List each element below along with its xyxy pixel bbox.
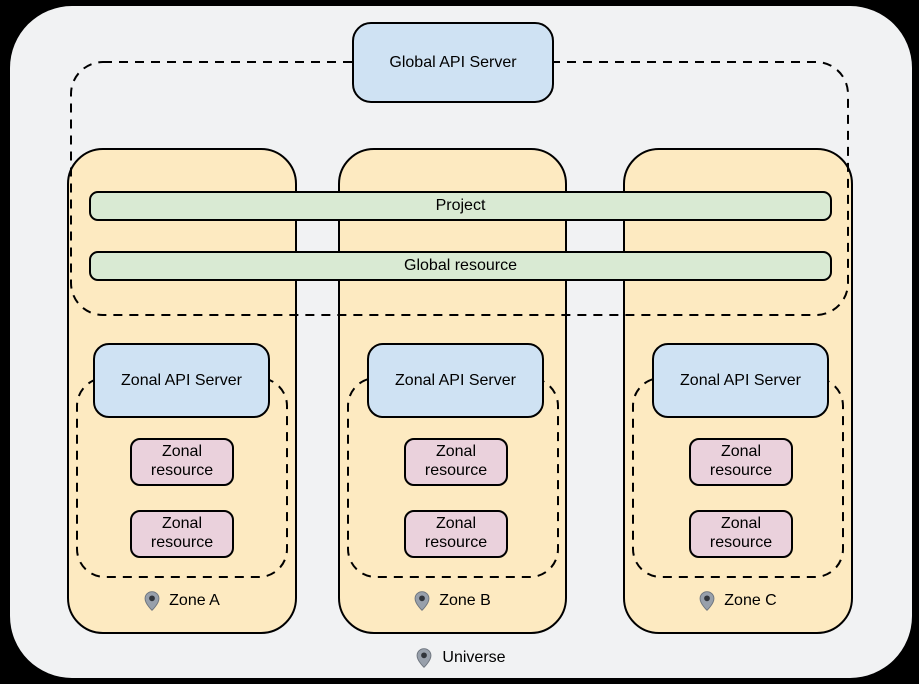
location-pin-icon <box>417 648 432 668</box>
global-api-server-box: Global API Server <box>352 22 554 103</box>
zone-b-resource-box-2: Zonal resource <box>404 510 508 558</box>
project-bar-label: Project <box>435 197 486 214</box>
universe-label: Universe <box>442 649 506 666</box>
location-pin-icon <box>699 591 715 611</box>
zone-c-resource-label-2: Zonal resource <box>709 515 773 551</box>
zone-c-api-server-box: Zonal API Server <box>652 343 829 418</box>
zone-c-label-row: Zone C <box>623 586 853 616</box>
project-bar: Project <box>89 191 832 221</box>
zone-b-resource-label-1: Zonal resource <box>424 443 488 479</box>
global-resource-bar: Global resource <box>89 251 832 281</box>
universe-label-row: Universe <box>10 643 912 673</box>
global-resource-bar-label: Global resource <box>404 257 517 274</box>
zone-a-resource-label-1: Zonal resource <box>150 443 214 479</box>
zone-c-resource-box-1: Zonal resource <box>689 438 793 486</box>
zone-a-resource-box-1: Zonal resource <box>130 438 234 486</box>
zone-b-api-server-label: Zonal API Server <box>395 371 516 389</box>
zone-a-resource-box-2: Zonal resource <box>130 510 234 558</box>
zone-b-resource-box-1: Zonal resource <box>404 438 508 486</box>
zone-c-api-server-label: Zonal API Server <box>680 371 801 389</box>
zone-b-label-row: Zone B <box>338 586 567 616</box>
zone-a-api-server-label: Zonal API Server <box>121 371 242 389</box>
zone-c-resource-label-1: Zonal resource <box>709 443 773 479</box>
zone-a-resource-label-2: Zonal resource <box>150 515 214 551</box>
zone-b-label: Zone B <box>439 592 491 609</box>
zone-c-label: Zone C <box>724 592 777 609</box>
location-pin-icon <box>414 591 430 611</box>
zone-a-label-row: Zone A <box>67 586 297 616</box>
global-api-server-label: Global API Server <box>389 53 517 71</box>
zone-c-resource-box-2: Zonal resource <box>689 510 793 558</box>
location-pin-icon <box>144 591 160 611</box>
zone-a-api-server-box: Zonal API Server <box>93 343 270 418</box>
zone-a-label: Zone A <box>169 592 220 609</box>
zone-b-resource-label-2: Zonal resource <box>424 515 488 551</box>
zone-b-api-server-box: Zonal API Server <box>367 343 544 418</box>
